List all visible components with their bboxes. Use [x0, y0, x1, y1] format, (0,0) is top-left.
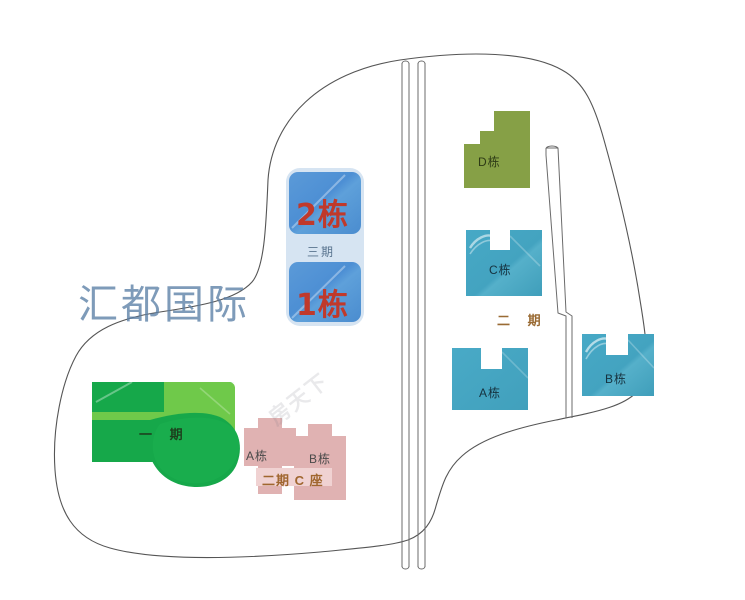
phase1-green-area[interactable] — [92, 381, 240, 488]
secondary-road-right — [545, 145, 573, 418]
building-b-block[interactable] — [582, 334, 655, 396]
building-a-block[interactable] — [452, 348, 529, 410]
phase2c-label-strip — [256, 468, 332, 486]
tower-1-block[interactable] — [289, 262, 361, 322]
phase2c-block-a[interactable] — [244, 418, 296, 494]
building-c-block[interactable] — [466, 230, 542, 296]
main-road-central — [401, 60, 426, 570]
building-d-block[interactable] — [464, 111, 530, 188]
tower-2-block[interactable] — [289, 172, 361, 234]
